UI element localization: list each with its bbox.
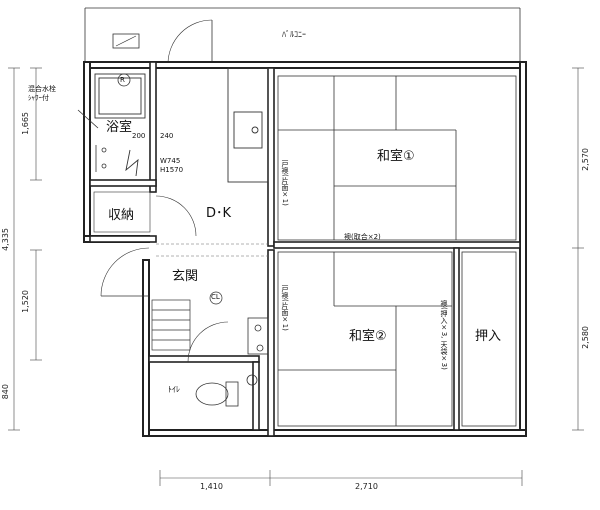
balcony-door-swing	[167, 19, 213, 65]
dim-left-4335: 4,335	[1, 228, 10, 251]
oshiire-box	[461, 251, 517, 427]
note-dim-200: 200	[132, 132, 146, 140]
meter-mark-circle	[117, 73, 131, 87]
interior-walls	[89, 61, 521, 437]
shower-fixture	[77, 109, 107, 172]
room-label-toilet: ﾄｲﾚ	[168, 385, 180, 394]
note-oshiire-fusuma: 襖(押入×3, 天袋×3)	[440, 300, 448, 370]
room-label-entrance: 玄関	[172, 269, 199, 284]
room-label-washitsu2: 和室②	[349, 329, 387, 344]
balcony-outline	[84, 7, 521, 62]
dim-left-1520: 1,520	[21, 290, 30, 313]
note-door-bottom: 戸襖(片面×1)	[281, 285, 289, 331]
entrance-step	[151, 299, 191, 351]
toilet-fixture	[195, 374, 258, 407]
room-label-washitsu1: 和室①	[377, 149, 415, 164]
dk-guide-lines	[156, 243, 268, 257]
dimension-lines	[8, 67, 584, 486]
washitsu1-tatami	[277, 75, 517, 241]
dim-right-2570: 2,570	[581, 148, 590, 171]
storage-door-swing	[155, 195, 197, 237]
note-fusuma-between: 襖(取合×2)	[344, 233, 381, 241]
bathtub	[94, 73, 146, 119]
dim-left-840: 840	[1, 384, 10, 400]
closet-circle	[209, 291, 223, 305]
kitchen-counter	[227, 67, 269, 183]
note-shower: ｼｬﾜｰ付	[28, 94, 49, 102]
room-label-storage: 収納	[108, 208, 135, 223]
balcony-label: ﾊﾞﾙｺﾆｰ	[282, 30, 306, 39]
note-dim-240: 240	[160, 132, 174, 140]
note-faucet: 混合水栓	[28, 85, 56, 93]
balcony-drain	[112, 33, 140, 49]
entrance-door-swing	[100, 247, 150, 297]
dim-bottom-1410: 1,410	[200, 482, 223, 491]
bath-folding-door	[125, 149, 139, 177]
dim-bottom-2710: 2,710	[355, 482, 378, 491]
note-refrigerator-w: W745	[160, 157, 181, 165]
wash-basin	[247, 317, 269, 355]
storage-inner	[93, 191, 151, 233]
room-label-dk: D･K	[206, 206, 232, 221]
room-label-bath: 浴室	[106, 120, 133, 135]
room-label-oshiire: 押入	[475, 329, 502, 344]
meter-mark: R	[120, 76, 125, 84]
drain-hatch	[115, 35, 137, 47]
dim-right-2580: 2,580	[581, 326, 590, 349]
note-closet: CL	[211, 293, 220, 301]
toilet-door-swing	[187, 321, 229, 363]
note-door-top: 戸襖(片面×1)	[281, 160, 289, 206]
dim-left-1665: 1,665	[21, 112, 30, 135]
washitsu2-tatami	[277, 251, 453, 427]
note-refrigerator-h: H1570	[160, 166, 184, 174]
